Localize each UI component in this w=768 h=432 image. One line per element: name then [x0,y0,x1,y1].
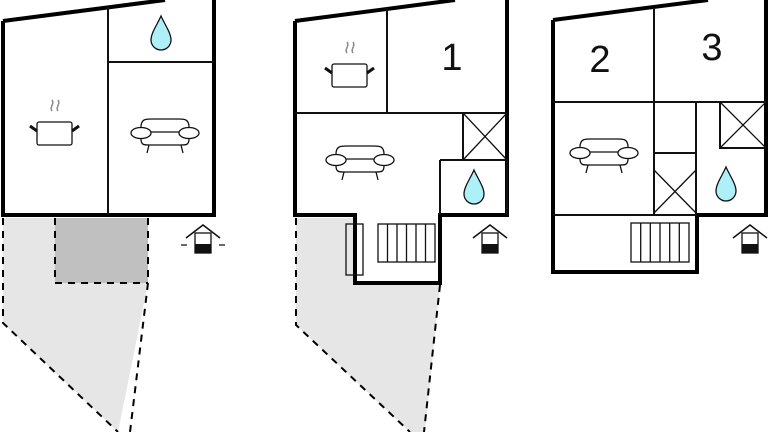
sofa-icon [569,138,639,174]
void-cross-icon [653,169,697,214]
terrace-outline [2,218,149,432]
sofa-icon [130,118,200,154]
room-label: 1 [441,37,462,79]
interior-walls [107,7,214,215]
ground-floor-plan [1,0,225,432]
room-label: 2 [589,39,610,81]
first-floor-plan: 1 [293,0,509,432]
interior-walls [553,8,766,216]
water-drop-icon [150,15,172,51]
cooking-pot-icon [323,40,376,89]
entrance-icon [732,224,768,254]
terrace-area [296,218,440,432]
covered-area [55,218,148,283]
outer-walls [551,0,768,274]
outer-walls [293,0,509,285]
water-drop-icon [463,169,485,205]
sofa-icon [325,145,395,181]
terrace-outline [295,218,441,432]
void-cross-icon [719,101,767,149]
second-floor-plan: 2 3 [551,0,768,274]
water-drop-icon [715,166,737,202]
entrance-icon [472,224,508,254]
room-label: 3 [701,27,722,69]
stairs-icon [377,223,436,263]
door-panel [345,223,364,276]
interior-walls [295,8,508,215]
stairs-icon [630,222,690,263]
cooking-pot-icon [28,98,81,147]
void-cross-icon [462,112,508,161]
entrance-icon [181,224,225,254]
